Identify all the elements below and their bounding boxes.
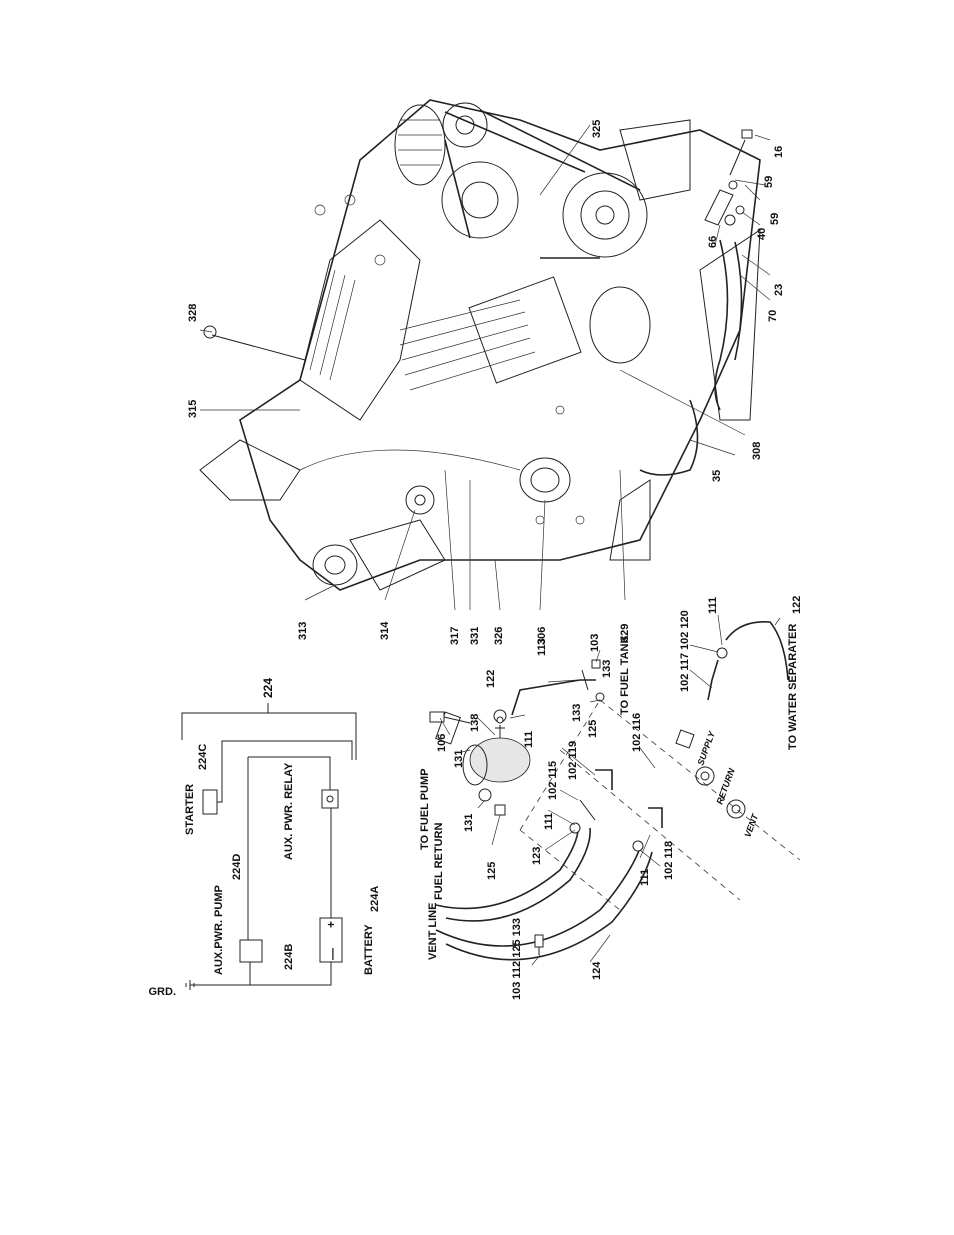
vent-label: VENT xyxy=(742,811,760,838)
callout-102-118: 102 118 xyxy=(663,841,675,880)
callout-131-upper: 131 xyxy=(453,750,465,768)
callout-106: 106 xyxy=(436,734,448,752)
callout-103: 103 xyxy=(589,634,601,652)
pump-label: AUX.PWR. PUMP xyxy=(213,885,225,975)
callout-331: 331 xyxy=(469,627,481,645)
callout-325: 325 xyxy=(591,120,603,138)
engine-illustration xyxy=(199,99,761,591)
to-fuel-tank-label: TO FUEL TANK xyxy=(619,636,631,716)
aux-power-relay-box xyxy=(321,789,339,809)
callout-66: 66 xyxy=(707,236,719,248)
callout-40: 40 xyxy=(756,228,768,240)
wire-224d-label: 224D xyxy=(231,854,243,880)
relay-label-line: AUX. PWR. RELAY xyxy=(283,762,295,860)
callout-102-117: 102 117 xyxy=(679,653,691,692)
wiring-schematic xyxy=(181,703,357,990)
callout-306: 306 xyxy=(536,627,548,645)
callout-328: 328 xyxy=(187,304,199,322)
callout-111-lower: 111 xyxy=(639,869,651,886)
callout-102-120: 102 120 xyxy=(679,610,691,650)
callout-111-right: 111 xyxy=(707,597,719,614)
callout-133-upper: 133 xyxy=(601,660,613,678)
callout-102-119: 102 119 xyxy=(567,741,579,780)
starter-label: STARTER xyxy=(184,784,196,835)
callout-125-lower: 125 xyxy=(486,862,498,880)
callout-102-116: 102 116 xyxy=(631,713,643,752)
aux-power-pump-box xyxy=(239,939,263,963)
callout-317: 317 xyxy=(449,627,461,645)
wiring-group-label: 224 xyxy=(261,678,275,698)
callout-102-115: 102 115 xyxy=(547,761,559,800)
relay-label: AUX. PWR. RELAY xyxy=(283,762,295,860)
callout-111-middle: 111 xyxy=(543,813,555,830)
callout-326: 326 xyxy=(493,627,505,645)
fuel-leaders xyxy=(439,614,781,966)
wire-224c-label: 224C xyxy=(197,744,209,770)
callout-313: 313 xyxy=(297,622,309,640)
callout-35: 35 xyxy=(711,470,723,482)
engine-leaders xyxy=(199,124,771,611)
callout-131-lower: 131 xyxy=(463,814,475,832)
callout-stack-103-112-125-133: 103 112 125 133 xyxy=(511,918,523,1000)
callout-329: 329 xyxy=(619,624,631,642)
callout-123: 123 xyxy=(531,847,543,865)
callout-59-upper: 59 xyxy=(763,176,775,188)
callout-70: 70 xyxy=(767,310,779,322)
callout-111-upper: 111 xyxy=(523,731,535,748)
callout-308: 308 xyxy=(751,442,763,460)
callout-122-upper: 122 xyxy=(485,670,497,688)
callout-125-upper: 125 xyxy=(587,720,599,738)
callout-59-lower: 59 xyxy=(769,213,781,225)
callout-113: 113 xyxy=(536,638,548,656)
wire-224a-label: 224A xyxy=(369,886,381,912)
callout-124: 124 xyxy=(591,961,603,980)
callout-133-lower: 133 xyxy=(571,704,583,722)
battery-label: BATTERY xyxy=(363,924,375,975)
vent-line-label: VENT LINE xyxy=(427,903,439,960)
fuel-return-label: FUEL RETURN xyxy=(433,823,445,900)
callout-138: 138 xyxy=(469,714,481,732)
callout-122-right: 122 xyxy=(791,596,803,614)
fuel-system-drawing xyxy=(429,621,801,961)
callout-23: 23 xyxy=(773,284,785,296)
battery-plus-sign: + xyxy=(324,921,338,928)
return-label: RETURN xyxy=(714,767,736,806)
callout-315: 315 xyxy=(187,400,199,418)
callout-314: 314 xyxy=(379,621,391,640)
supply-label: SUPPLY xyxy=(695,729,717,767)
starter-box xyxy=(202,789,218,815)
to-water-separater-label: TO WATER SEPARATER xyxy=(787,624,799,750)
ground-label: GRD. xyxy=(149,986,177,998)
to-fuel-pump-label: TO FUEL PUMP xyxy=(419,769,431,851)
battery-minus-sign: — xyxy=(325,948,339,960)
callout-16: 16 xyxy=(773,146,785,158)
wire-224b-label: 224B xyxy=(283,944,295,970)
